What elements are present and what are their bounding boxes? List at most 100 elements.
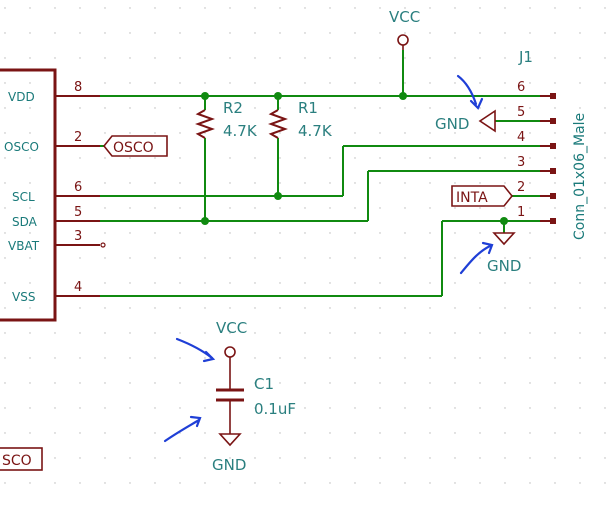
pin-name-scl: SCL — [12, 190, 35, 204]
grid-dot — [254, 7, 256, 9]
grid-dot — [454, 57, 456, 59]
grid-dot — [104, 257, 106, 259]
grid-dot — [179, 282, 181, 284]
grid-dot — [454, 482, 456, 484]
grid-dot — [379, 57, 381, 59]
grid-dot — [454, 457, 456, 459]
grid-dot — [229, 32, 231, 34]
grid-dot — [304, 182, 306, 184]
grid-dot — [554, 107, 556, 109]
grid-dot — [529, 332, 531, 334]
grid-dot — [204, 232, 206, 234]
grid-dot — [329, 307, 331, 309]
grid-dot — [554, 182, 556, 184]
grid-dot — [504, 407, 506, 409]
grid-dot — [429, 307, 431, 309]
grid-dot — [404, 457, 406, 459]
grid-dot — [104, 357, 106, 359]
grid-dot — [354, 407, 356, 409]
vcc-top-symbol: VCC — [389, 8, 420, 50]
grid-dot — [304, 257, 306, 259]
grid-dot — [379, 407, 381, 409]
grid-dot — [554, 282, 556, 284]
grid-dot — [329, 482, 331, 484]
j1-value: Conn_01x06_Male — [572, 113, 588, 240]
grid-dot — [329, 257, 331, 259]
grid-dot — [504, 57, 506, 59]
grid-dot — [579, 257, 581, 259]
pin-num-vdd: 8 — [74, 80, 82, 95]
grid-dot — [329, 7, 331, 9]
grid-dot — [554, 82, 556, 84]
junction-r2-sda — [201, 217, 209, 225]
grid-dot — [204, 457, 206, 459]
pen-arrow-gnd1 — [459, 244, 492, 275]
grid-dot — [54, 332, 56, 334]
grid-dot — [429, 232, 431, 234]
grid-dot — [454, 232, 456, 234]
grid-dot — [254, 307, 256, 309]
grid-dot — [604, 282, 606, 284]
grid-dot — [254, 132, 256, 134]
grid-dot — [304, 482, 306, 484]
grid-dot — [429, 7, 431, 9]
grid-dot — [454, 132, 456, 134]
grid-dot — [479, 182, 481, 184]
grid-dot — [554, 257, 556, 259]
grid-dot — [304, 82, 306, 84]
junction-gnd1 — [500, 217, 508, 225]
grid-dot — [229, 157, 231, 159]
pin-name-vdd: VDD — [8, 90, 35, 104]
grid-dot — [129, 182, 131, 184]
pin-name-sda: SDA — [12, 215, 38, 229]
grid-dot — [104, 32, 106, 34]
j1-pin5-num: 5 — [517, 105, 525, 120]
grid-dot — [529, 132, 531, 134]
grid-dot — [379, 232, 381, 234]
grid-dot — [354, 7, 356, 9]
grid-dot — [604, 482, 606, 484]
grid-dot — [79, 382, 81, 384]
grid-dot — [79, 82, 81, 84]
resistor-r1: R1 4.7K — [268, 99, 333, 140]
j1-pin2-num: 2 — [517, 180, 525, 195]
grid-dot — [554, 232, 556, 234]
pen-arrowhead-cap — [189, 415, 202, 428]
grid-dot — [29, 182, 31, 184]
c1-ref: C1 — [254, 375, 274, 393]
grid-dot — [179, 32, 181, 34]
vcc-top-label: VCC — [389, 8, 420, 26]
vcc-cap-label: VCC — [216, 319, 247, 337]
grid-dot — [304, 357, 306, 359]
grid-dot — [4, 132, 6, 134]
grid-dot — [29, 457, 31, 459]
grid-dot — [254, 207, 256, 209]
grid-dot — [179, 132, 181, 134]
grid-dot — [604, 232, 606, 234]
junction-r1-vdd — [274, 92, 282, 100]
grid-dot — [179, 82, 181, 84]
grid-dot — [379, 282, 381, 284]
grid-dot — [604, 357, 606, 359]
grid-dot — [4, 432, 6, 434]
grid-dot — [29, 407, 31, 409]
grid-dot — [379, 457, 381, 459]
grid-dot — [329, 432, 331, 434]
grid-dot — [154, 332, 156, 334]
grid-dot — [529, 82, 531, 84]
grid-dot — [104, 482, 106, 484]
grid-dot — [79, 7, 81, 9]
grid-dot — [104, 207, 106, 209]
grid-dot — [379, 307, 381, 309]
grid-dot — [4, 82, 6, 84]
grid-dot — [329, 357, 331, 359]
grid-dot — [504, 432, 506, 434]
grid-dot — [404, 182, 406, 184]
grid-dot — [204, 32, 206, 34]
grid-dot — [304, 157, 306, 159]
gnd-cap-label: GND — [212, 456, 246, 474]
gnd-pin1-symbol: GND — [487, 232, 521, 275]
grid-dot — [279, 207, 281, 209]
grid-dot — [479, 282, 481, 284]
grid-dot — [604, 332, 606, 334]
